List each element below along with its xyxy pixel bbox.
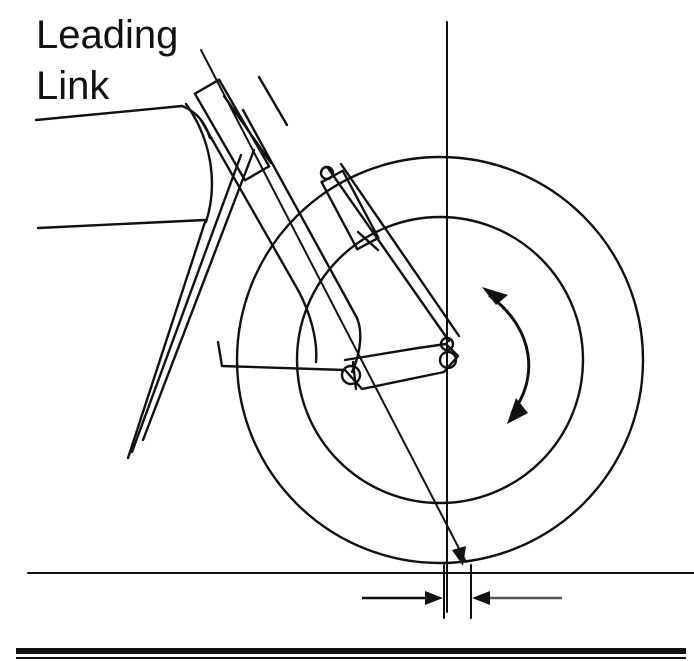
frame-headstock — [34, 102, 256, 460]
steering-axis-arrowhead — [452, 546, 466, 566]
tire-outer-circle — [235, 155, 645, 565]
link-pivot — [340, 364, 362, 386]
shock-lower-mount — [439, 336, 455, 352]
shock-absorber — [319, 162, 461, 343]
rotation-arrowhead-top — [482, 287, 508, 305]
leading-link-arm — [216, 336, 460, 391]
steering-axis-line — [200, 49, 467, 563]
rim-inner-circle — [295, 215, 585, 505]
trail-arrow-left-head — [425, 591, 443, 605]
label-line-1: Leading — [36, 13, 178, 57]
axle-pivot — [438, 350, 458, 370]
trail-dimension-arrows — [362, 591, 562, 605]
rotation-arrowhead-bottom — [507, 398, 528, 424]
upper-clamp — [193, 78, 271, 182]
fork-tubes — [193, 75, 362, 374]
bottom-double-rule — [16, 648, 686, 659]
leading-link-label: Leading Link — [36, 13, 178, 108]
label-line-2: Link — [36, 64, 110, 108]
shock-body — [320, 169, 380, 251]
rotation-arc — [488, 294, 531, 415]
trail-arrow-right-head — [472, 591, 490, 605]
shock-top-mount — [319, 165, 335, 181]
